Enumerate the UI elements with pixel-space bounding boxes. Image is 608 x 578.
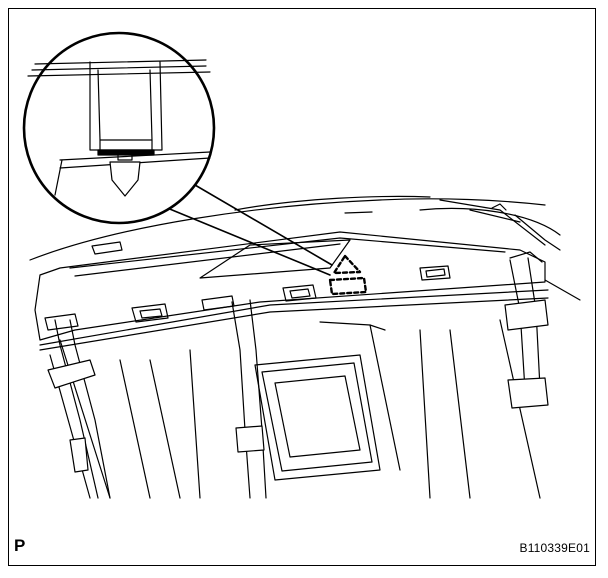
callout-leaders bbox=[159, 177, 333, 276]
package-tray bbox=[34, 231, 549, 351]
car-body-lines bbox=[29, 195, 581, 301]
clip-location-marker bbox=[328, 254, 368, 296]
seat-belts bbox=[47, 251, 549, 499]
figure-code: B110339E01 bbox=[519, 541, 590, 555]
callout-detail bbox=[22, 31, 216, 225]
page-label: P bbox=[14, 536, 26, 555]
seatback bbox=[49, 319, 541, 499]
